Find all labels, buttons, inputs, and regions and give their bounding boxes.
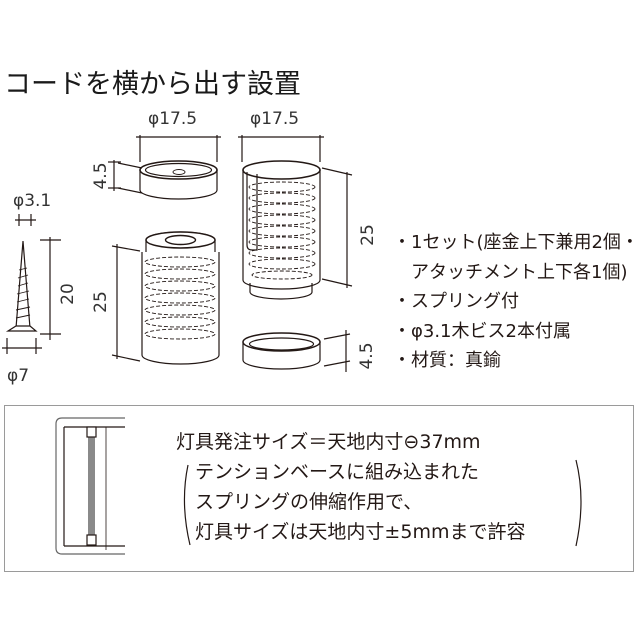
installation-sketch — [55, 417, 582, 555]
note-line: スプリングの伸縮作用で、 — [195, 491, 423, 513]
screw-length-label: 20 — [58, 283, 78, 305]
cap-diameter-label: φ17.5 — [148, 109, 197, 129]
screw-head-diameter-label: φ7 — [7, 366, 29, 386]
cap-washer-drawing — [108, 135, 221, 200]
base-height-label: 25 — [91, 291, 111, 313]
order-size-panel — [4, 405, 634, 572]
attachment-drawing — [238, 135, 353, 300]
tension-base-drawing — [111, 231, 220, 365]
cap-height-label: 4.5 — [91, 162, 111, 189]
spec-item: ・φ3.1木ビス2本付属 — [393, 320, 571, 342]
spec-item: ・1セット(座金上下兼用2個・ — [393, 232, 639, 253]
attachment-height-label: 25 — [358, 224, 378, 246]
order-size-note: 灯具発注サイズ＝天地内寸⊖37mm テンションベースに組み込まれた スプリングの… — [176, 427, 525, 547]
spec-item: ・スプリング付 — [393, 291, 519, 312]
order-size-formula: 灯具発注サイズ＝天地内寸⊖37mm — [176, 431, 481, 453]
wood-screw-drawing — [2, 214, 61, 354]
spec-item: ・材質：真鍮 — [393, 350, 501, 371]
note-line: 灯具サイズは天地内寸±5mmまで許容 — [195, 521, 526, 543]
spec-item: アタッチメント上下各1個) — [393, 261, 628, 283]
attachment-diameter-label: φ17.5 — [250, 109, 299, 129]
spec-list: ・1セット(座金上下兼用2個・ アタッチメント上下各1個) ・スプリング付 ・φ… — [393, 228, 639, 376]
page-title: コードを横から出す設置 — [4, 69, 301, 100]
washer-height-label: 4.5 — [357, 342, 377, 369]
note-line: テンションベースに組み込まれた — [195, 461, 480, 483]
screw-diameter-label: φ3.1 — [13, 191, 51, 211]
bottom-washer-drawing — [242, 330, 351, 372]
